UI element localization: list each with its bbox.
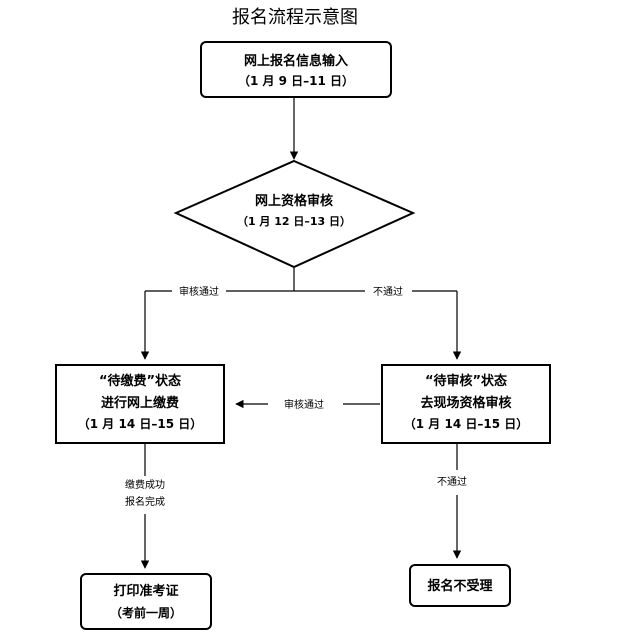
node-pending-payment-date: （1 月 14 日–15 日） [78,416,202,431]
node-info-input-date: （1 月 9 日–11 日） [238,73,354,88]
node-info-input-label: 网上报名信息输入 [244,53,348,69]
node-pending-review: “待审核”状态 去现场资格审核 （1 月 14 日–15 日） [381,364,551,444]
node-online-review-date: （1 月 12 日–13 日） [237,215,351,228]
node-pending-review-status: “待审核”状态 [425,373,507,389]
node-pending-review-date: （1 月 14 日–15 日） [404,416,528,431]
node-rejected-label: 报名不受理 [427,578,492,594]
edge-label-review-pass: 审核通过 [179,285,219,298]
node-pending-payment: “待缴费”状态 进行网上缴费 （1 月 14 日–15 日） [55,364,225,444]
node-print-ticket: 打印准考证 （考前一周） [80,573,212,630]
page-title: 报名流程示意图 [232,7,358,28]
node-info-input: 网上报名信息输入 （1 月 9 日–11 日） [200,41,392,98]
node-pending-payment-status: “待缴费”状态 [99,373,181,389]
node-online-review: 网上资格审核 （1 月 12 日–13 日） [173,159,416,269]
node-rejected: 报名不受理 [409,564,511,607]
node-print-ticket-time: （考前一周） [110,605,182,620]
edge-label-onsite-fail: 不通过 [437,475,467,488]
node-online-review-label: 网上资格审核 [255,193,333,209]
edge-label-pay-done-1: 缴费成功 [125,478,165,491]
node-pending-review-action: 去现场资格审核 [420,395,511,411]
edge-label-pay-done-2: 报名完成 [125,495,165,508]
edge-label-review-fail: 不通过 [373,285,403,298]
node-pending-payment-action: 进行网上缴费 [101,395,179,411]
edge-label-onsite-pass: 审核通过 [284,398,324,411]
node-print-ticket-label: 打印准考证 [113,583,178,599]
